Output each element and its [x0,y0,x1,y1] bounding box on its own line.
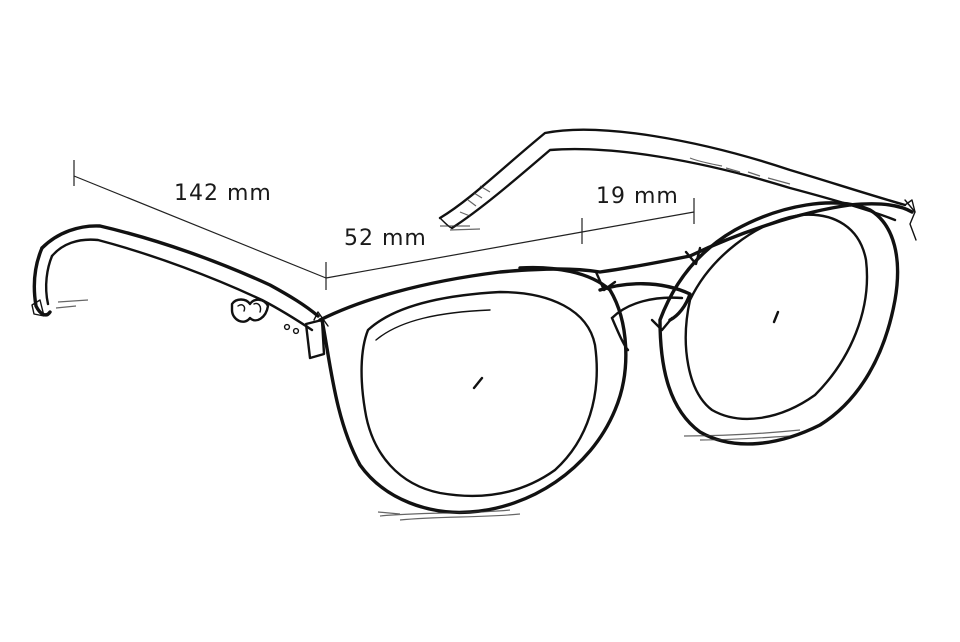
front-frame [318,199,917,515]
temple-length-label: 142 mm [174,181,272,206]
bridge-dim-line [581,211,695,233]
ground-shadow [377,225,801,521]
temple-dim-line [73,175,327,279]
dimension-annotations: 142 mm 52 mm 19 mm [73,160,695,290]
hinge-rivet [292,327,300,335]
temple-logo [230,298,270,323]
left-lens-glint [472,376,484,390]
near-temple-arm [31,224,329,360]
lens-width-label: 52 mm [344,226,427,251]
far-temple-arm [438,128,916,230]
right-lens-glint [772,310,780,324]
bridge-width-label: 19 mm [596,184,679,209]
nose-bridge [598,282,692,352]
hinge-rivet [283,323,291,331]
lens-dim-line [325,231,583,279]
